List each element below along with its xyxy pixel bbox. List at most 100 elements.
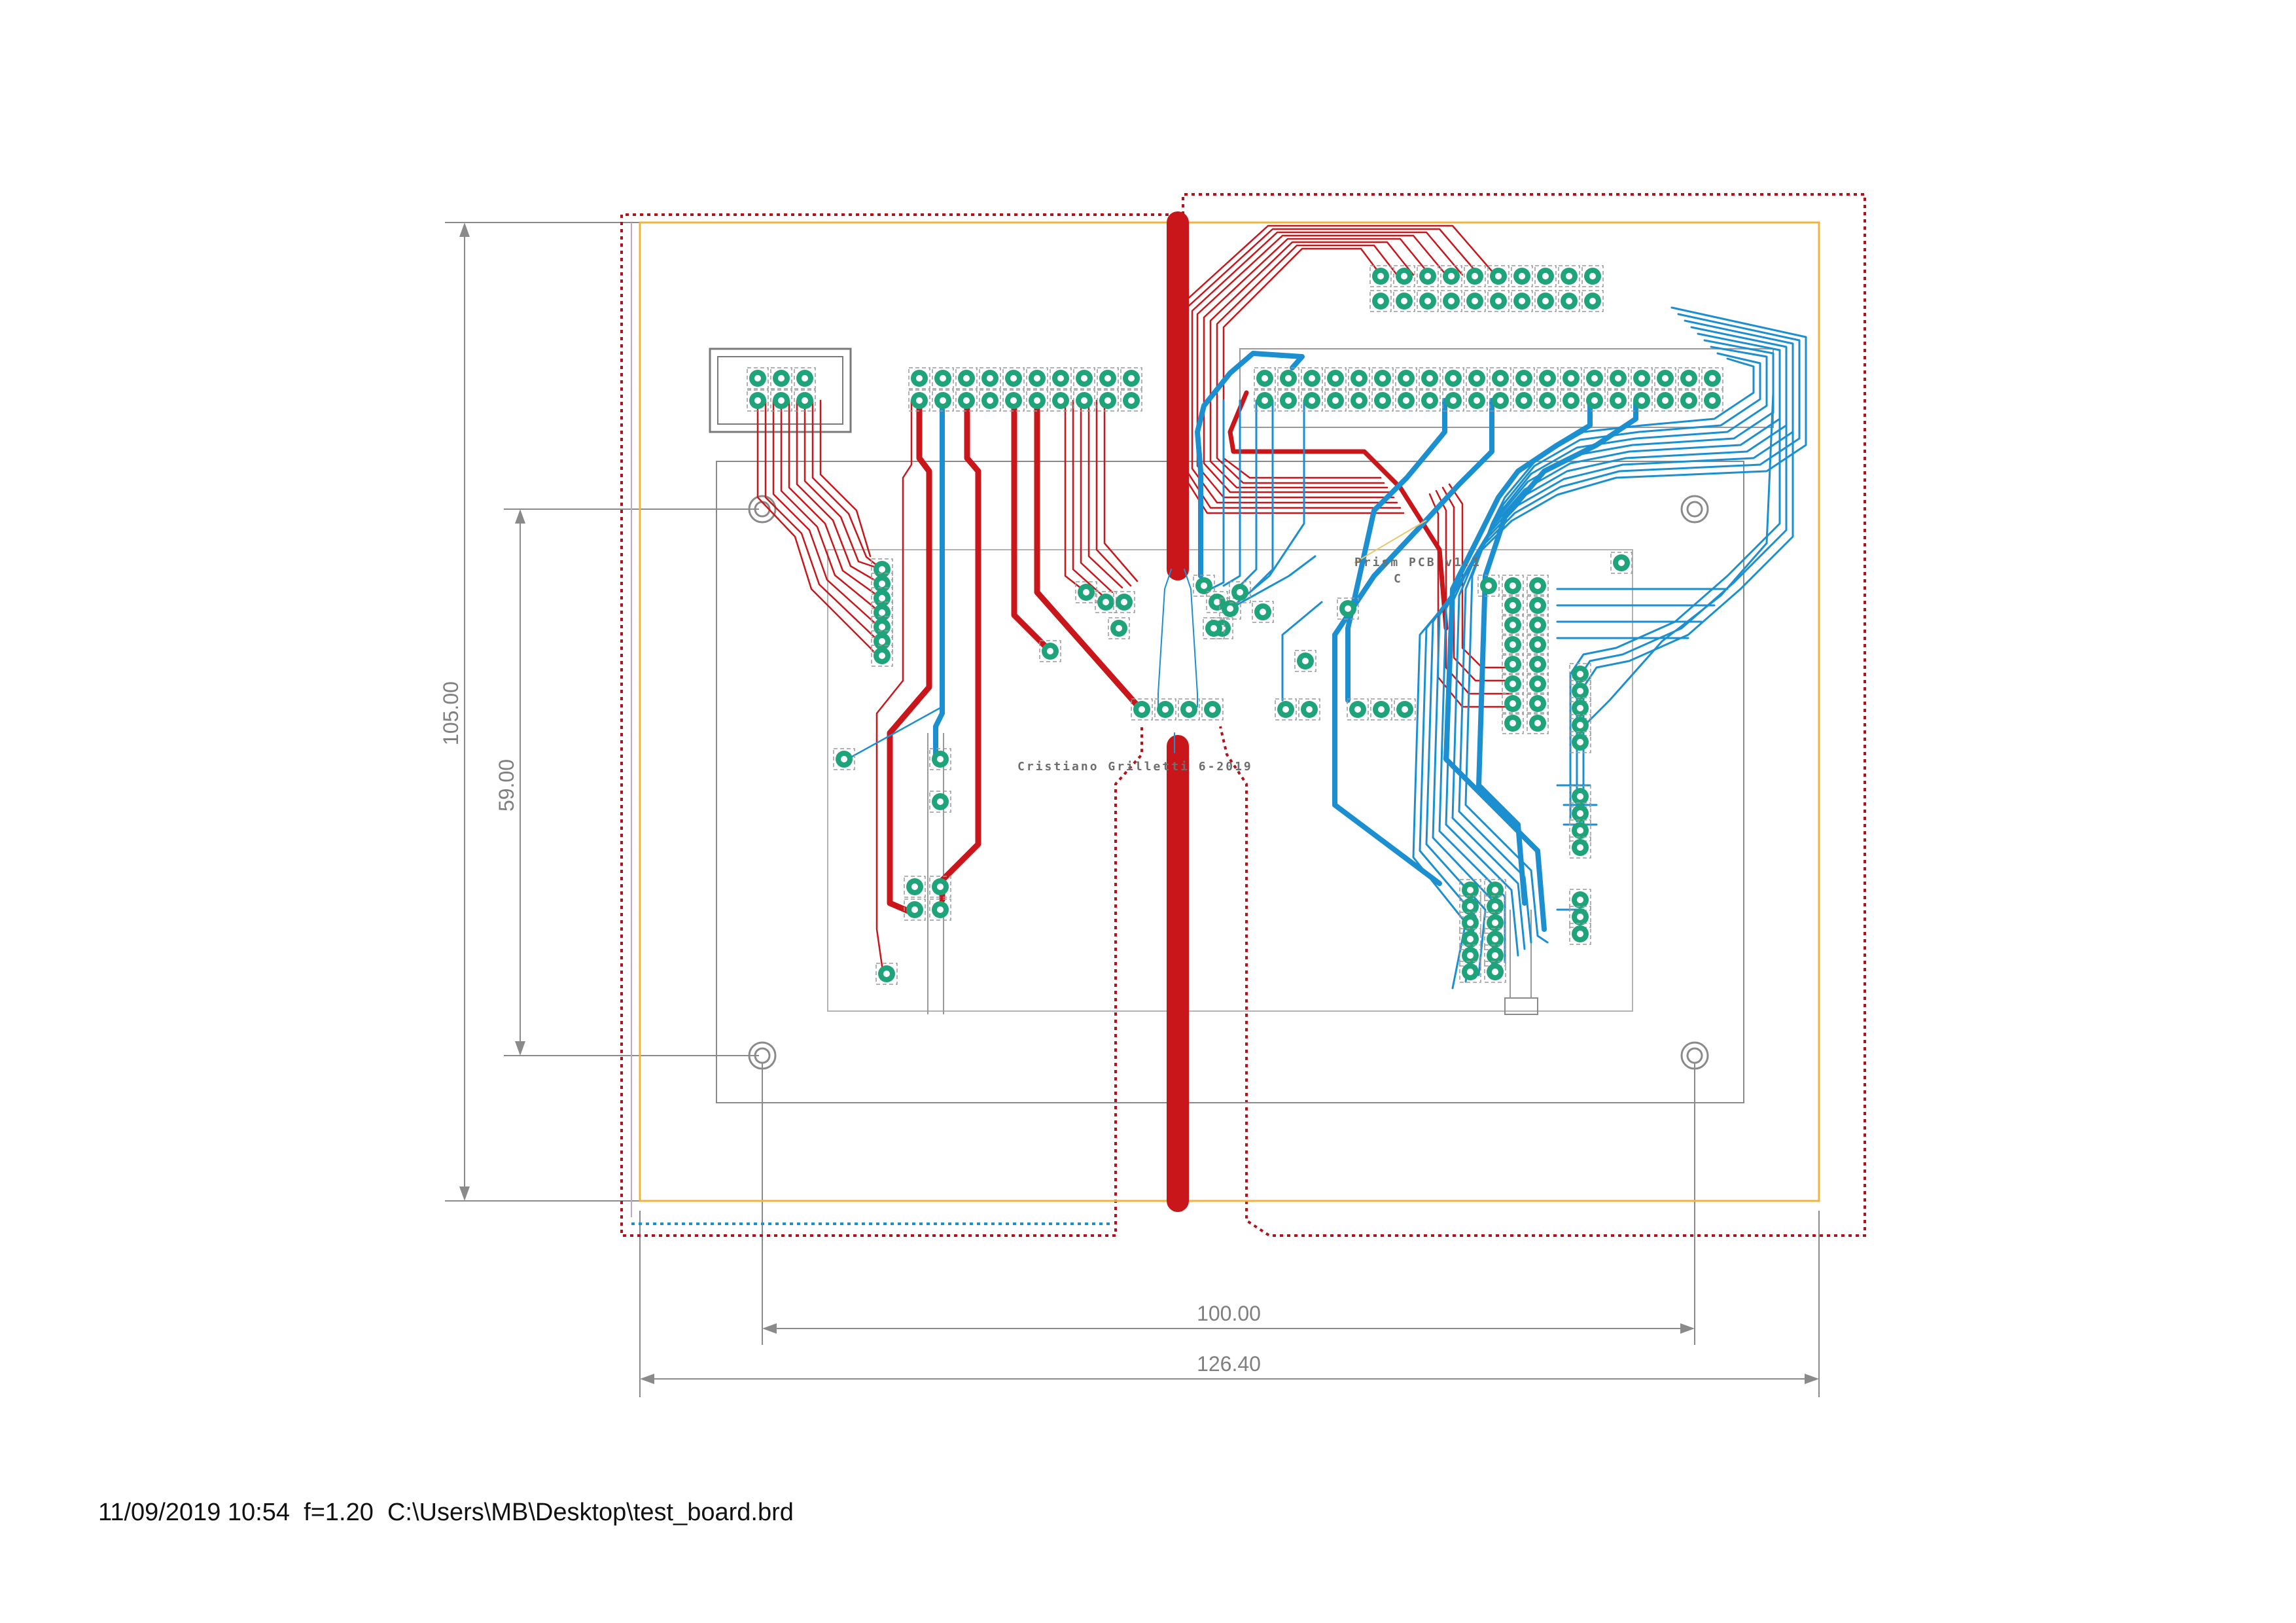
through-hole-pad: [1489, 389, 1511, 412]
through-hole-pad: [1527, 712, 1549, 734]
through-hole-pad: [1569, 889, 1591, 911]
through-hole-pad: [1275, 698, 1297, 721]
connector-j5-outline: [709, 348, 852, 433]
through-hole-pad: [1511, 290, 1533, 312]
through-hole-pad: [1583, 367, 1606, 389]
through-hole-pad: [1527, 692, 1549, 715]
through-hole-pad: [1337, 597, 1359, 620]
through-hole-pad: [794, 389, 816, 412]
through-hole-pad: [794, 367, 816, 389]
through-hole-pad: [979, 389, 1001, 412]
through-hole-pad: [1095, 591, 1117, 613]
through-hole-pad: [1502, 633, 1524, 656]
keepout-outline: [620, 193, 1866, 1237]
mounting-hole-bottom-right: [1680, 1041, 1709, 1070]
through-hole-pad: [1484, 895, 1506, 918]
through-hole-pad: [1324, 389, 1347, 412]
through-hole-pad: [1466, 389, 1488, 412]
dimension-label-height-outer: 105.00: [439, 681, 463, 745]
through-hole-pad: [1631, 389, 1653, 412]
through-hole-pad: [1527, 633, 1549, 656]
through-hole-pad: [1583, 389, 1606, 412]
through-hole-pad: [1610, 552, 1633, 574]
through-hole-pad: [908, 389, 930, 412]
through-hole-pad: [747, 389, 769, 412]
through-hole-pad: [932, 367, 954, 389]
dimension-label-height-inner: 59.00: [495, 759, 518, 812]
through-hole-pad: [1701, 367, 1723, 389]
through-hole-pad: [1097, 367, 1119, 389]
through-hole-pad: [1050, 367, 1072, 389]
board-outline: [639, 221, 1820, 1202]
through-hole-pad: [1371, 367, 1394, 389]
through-hole-pad: [929, 791, 951, 813]
through-hole-pad: [1324, 367, 1347, 389]
through-hole-pad: [1569, 731, 1591, 753]
through-hole-pad: [1569, 680, 1591, 702]
through-hole-pad: [1513, 389, 1535, 412]
silkscreen-title: Prism PCB v1.1: [1354, 556, 1481, 569]
through-hole-pad: [1301, 389, 1323, 412]
through-hole-pad: [1581, 290, 1604, 312]
through-hole-pad: [979, 367, 1001, 389]
through-hole-pad: [1442, 367, 1464, 389]
through-hole-pad: [1193, 575, 1215, 597]
through-hole-pad: [1459, 961, 1481, 983]
through-hole-pad: [1534, 290, 1557, 312]
through-hole-pad: [1484, 928, 1506, 950]
through-hole-pad: [1395, 389, 1417, 412]
through-hole-pad: [1347, 698, 1369, 721]
through-hole-pad: [929, 748, 951, 770]
through-hole-pad: [1513, 367, 1535, 389]
through-hole-pad: [1527, 614, 1549, 636]
through-hole-pad: [747, 367, 769, 389]
through-hole-pad: [1073, 389, 1095, 412]
dimension-arrows: [459, 223, 1819, 1384]
through-hole-pad: [1534, 265, 1557, 287]
through-hole-pad: [1026, 367, 1048, 389]
through-hole-pad: [1419, 367, 1441, 389]
through-hole-pad: [1254, 389, 1276, 412]
through-hole-pad: [1108, 617, 1130, 639]
through-hole-pad: [1393, 265, 1415, 287]
through-hole-pad: [1527, 575, 1549, 597]
through-hole-pad: [1558, 290, 1580, 312]
through-hole-pad: [1569, 697, 1591, 719]
through-hole-pad: [955, 367, 978, 389]
through-hole-pad: [1120, 367, 1142, 389]
through-hole-pad: [1511, 265, 1533, 287]
through-hole-pad: [1050, 389, 1072, 412]
through-hole-pad: [1178, 698, 1200, 721]
footer-timestamp: 11/09/2019 10:54: [98, 1499, 291, 1526]
through-hole-pad: [1203, 617, 1225, 639]
through-hole-pad: [1484, 879, 1506, 901]
mounting-hole-top-right: [1680, 495, 1709, 524]
footer-scale: f=1.20: [304, 1499, 374, 1526]
through-hole-pad: [1678, 389, 1700, 412]
through-hole-pad: [1459, 912, 1481, 934]
mounting-holes: [748, 495, 1709, 1070]
footer-path: C:\Users\MB\Desktop\test_board.brd: [387, 1499, 794, 1526]
through-hole-pad: [1394, 698, 1416, 721]
through-hole-pad: [1489, 367, 1511, 389]
through-hole-pad: [1348, 389, 1370, 412]
through-hole-pad: [1678, 367, 1700, 389]
through-hole-pad: [1654, 367, 1676, 389]
raspberry-pi-outline: [716, 461, 1744, 1103]
through-hole-pad: [1484, 912, 1506, 934]
through-hole-pad: [1654, 389, 1676, 412]
through-hole-pad: [1201, 698, 1224, 721]
through-hole-pad: [1277, 367, 1299, 389]
through-hole-pad: [1348, 367, 1370, 389]
through-hole-pad: [1369, 265, 1392, 287]
plot-footer: 11/09/2019 10:54 f=1.20 C:\Users\MB\Desk…: [98, 1499, 794, 1527]
through-hole-pad: [1536, 367, 1559, 389]
through-hole-pad: [1527, 594, 1549, 616]
through-hole-pad: [1459, 879, 1481, 901]
through-hole-pad: [1607, 389, 1629, 412]
through-hole-pad: [1502, 575, 1524, 597]
through-hole-pad: [1301, 367, 1323, 389]
through-hole-pad: [1039, 640, 1061, 662]
through-hole-pad: [1254, 367, 1276, 389]
through-hole-pad: [1442, 389, 1464, 412]
